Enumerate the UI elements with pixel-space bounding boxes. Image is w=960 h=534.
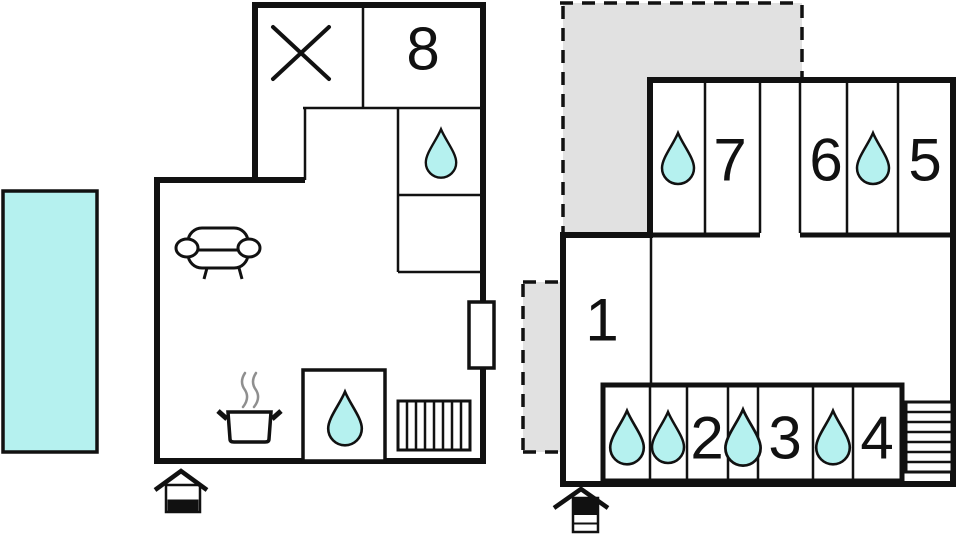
room-label: 7 [713,127,746,194]
terrace-lower [523,282,562,452]
swimming-pool [1,189,99,454]
steam-icon [240,371,249,409]
entrance-icon [153,468,209,514]
right-building: 1 2 3 4 5 6 7 [521,1,956,534]
room-label: 3 [768,405,801,472]
terrace-upper [563,3,802,235]
void-x-icon [271,25,331,81]
room-label: 2 [690,405,723,472]
water-drop-icon [608,407,646,466]
terrace-lower-dashed-border [521,280,561,454]
water-drop-icon [724,405,762,467]
stairs-icon [396,399,472,452]
water-drop-icon [855,129,891,186]
room-label: 5 [908,127,941,194]
cubicle-partitions [648,387,855,479]
top-row-partitions [703,83,900,233]
left-building-interior-walls [303,7,483,274]
water-drop-icon [814,407,852,466]
water-drop-icon [326,388,364,447]
left-building: 8 [153,2,496,514]
terrace-upper-dashed-border [560,1,804,233]
water-drop-icon [424,126,458,179]
entrance-icon [552,486,610,534]
steam-icon [251,371,260,409]
stairs-icon [904,400,954,474]
sofa-icon [174,226,262,280]
room-label: 6 [809,127,842,194]
window-marker [467,300,496,370]
room-label: 8 [406,16,439,83]
water-drop-icon [660,129,696,186]
cooker-icon [216,371,283,444]
room-label: 1 [585,287,618,354]
water-drop-icon [650,408,686,465]
room-label: 4 [860,405,893,472]
